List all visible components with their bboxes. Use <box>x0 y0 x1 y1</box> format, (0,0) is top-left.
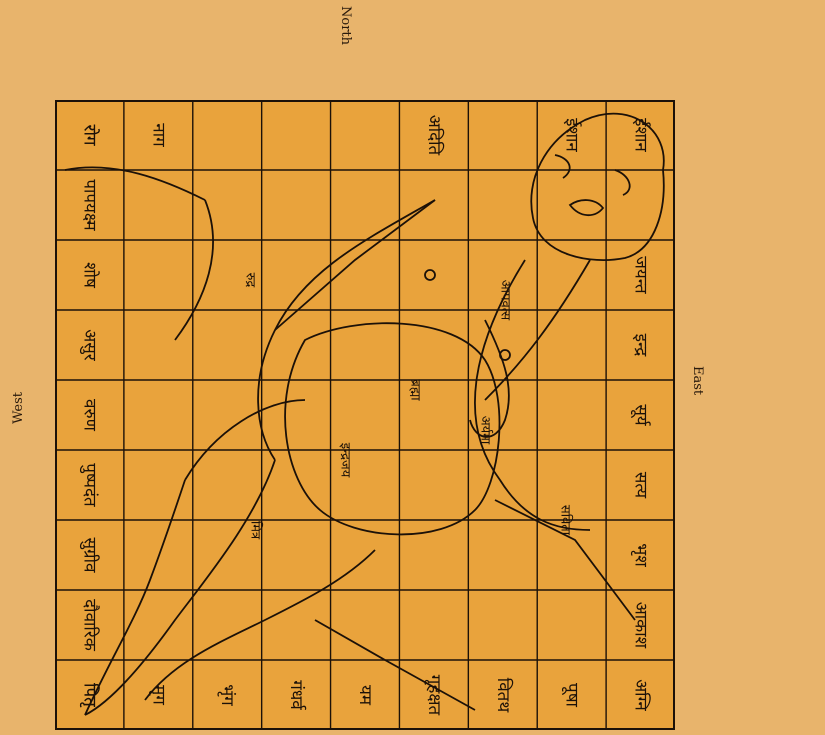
cell-label-inner-1: मित्र <box>248 521 264 540</box>
cell-label-bottom-0: पूषा <box>562 683 582 707</box>
cell-label-right-0: ईशान <box>631 118 652 152</box>
cell-label-left-6: सुग्रीव <box>79 538 100 573</box>
cell-label-right-6: भृश <box>631 543 651 567</box>
cell-label-right-8: अग्नि <box>631 679 652 711</box>
cell-label-bottom-6: मृग <box>148 685 168 705</box>
cell-label-top-1: नाग <box>148 123 168 147</box>
cell-label-right-3: इन्द्र <box>631 334 651 358</box>
cell-label-top-5: अदिति <box>424 115 445 156</box>
north-label: North <box>338 6 352 45</box>
cell-label-inner-0: ब्रह्मा <box>408 379 423 401</box>
cell-label-bottom-7: पितृ <box>79 683 100 708</box>
cell-label-bottom-5: भृंग <box>217 684 237 706</box>
west-label: West <box>12 392 26 424</box>
cell-label-right-7: आकाश <box>631 602 651 649</box>
cell-label-bottom-3: यम <box>355 685 375 706</box>
cell-label-right-4: सूर्य <box>631 404 652 426</box>
cell-label-inner-6: इन्द्रजय <box>338 443 353 478</box>
cell-label-inner-3: आपवत्स <box>498 280 513 321</box>
cell-label-top-7: ईशान <box>562 118 583 152</box>
cell-label-left-3: असुर <box>79 329 99 361</box>
cell-label-inner-5: सविता <box>558 505 574 536</box>
mandala-grid: रोग पापयक्ष्म शोष असुर वरुण पुष्पदंत सुग्रीव दौ… <box>55 100 675 730</box>
east-label: East <box>690 366 704 395</box>
cell-label-bottom-2: गृहक्षत <box>424 675 444 716</box>
cell-label-right-5: सत्य <box>631 472 651 499</box>
cell-label-inner-2: रुद्र <box>243 273 258 289</box>
cell-label-right-2: जयन्त <box>631 256 651 294</box>
cell-label-left-1: पापयक्ष्म <box>79 179 99 231</box>
cell-label-bottom-4: गंधर्व <box>286 680 307 710</box>
cell-label-left-5: पुष्पदंत <box>79 463 99 507</box>
cell-label-left-4: वरुण <box>79 399 99 432</box>
cell-label-left-7: दौवारिक <box>79 599 100 652</box>
cell-label-bottom-1: वितथ <box>493 678 514 714</box>
cell-label-top-0: रोग <box>79 125 100 146</box>
cell-label-inner-4: अर्यमा <box>478 416 494 445</box>
grid-fill <box>56 101 674 729</box>
cell-label-left-2: शोष <box>79 262 100 289</box>
